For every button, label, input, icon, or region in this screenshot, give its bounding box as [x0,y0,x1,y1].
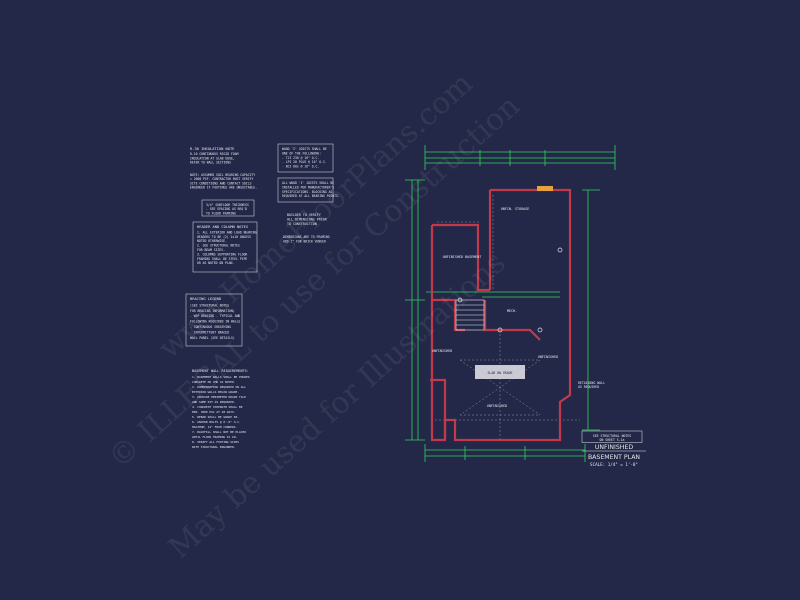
columns [457,247,563,333]
note-soil-line: ENGINEER IF FOOTINGS ARE UNSUITABLE. [190,186,257,190]
room-label-unfin_e: UNFINISHED [538,355,558,359]
note-subfloor: 3/4" SUBFLOOR THICKNESS- SEE SPACING AS … [201,199,255,217]
note-bracing-line: - CONTINUOUS SHEATHING [190,325,231,329]
note-header-line: NOTED OTHERWISE. [197,239,227,243]
note-bracing-line: FOR BRACING INFORMATION) [190,309,235,313]
note-bracing-line: (SEE STRUCTURAL NOTES [190,303,229,307]
note-basement-line: 3. PROVIDE PERIMETER DRAIN TILE [192,395,246,399]
note-builder-line: BUILDER TO VERIFY [287,213,321,217]
note-soil-line: SITE CONDITIONS AND CONTACT SOILS [190,181,252,185]
note-insulation-line: REFER TO WALL SECTIONS [190,161,231,165]
note-joists-line: ONE OF THE FOLLOWING: [282,151,321,155]
note-builder-line: ALL DIMENSIONS PRIOR [287,218,327,222]
note-soil-line: = 2000 PSF. CONTRACTOR MUST VERIFY [190,177,253,181]
callout-see_struct-line: ON SHEET S-1a [600,438,625,442]
floor-plan: UNFIN. STORAGE UNFINISHED BASEMENT MECH. UN… [405,145,646,467]
callout-see_struct-line: SEE STRUCTURAL NOTES [593,434,631,438]
note-bracing-line: FOLLOWING REQUIRED IN WALLS [190,320,240,324]
note-header-line: OR AS NOTED ON PLAN. [197,261,234,265]
note-bracing-line: - INTERMITTENT BRACED [190,330,229,334]
note-subfloor-line: TO FLOOR FRAMING [206,211,236,215]
plan-scale: SCALE: 1/4" = 1'-0" [590,462,638,467]
note-header-line: FOR BEAM SIZES. [197,248,225,252]
note-joists-line: - TJI 230 @ 16" O.C. [282,156,319,160]
callout-center-line: SLAB ON GRADE [488,371,513,375]
room-label-unfin_w: UNFINISHED [432,349,452,353]
note-basement-line: MIN. 3000 PSI AT 28 DAYS. [192,410,236,414]
accent-mark [537,186,553,191]
note-bracing-line: WALL PANEL (SEE DETAILS) [190,336,235,340]
note-header-line: 2. SEE STRUCTURAL NOTES [197,244,240,248]
note-ljoists-line: ALL WOOD 'I' JOISTS SHALL BE [282,181,334,185]
note-basement-line: EXTERIOR WALLS BELOW GRADE. [192,390,239,394]
plan-title-line1: UNFINISHED [595,444,633,451]
note-insulation-line: R-10 CONTINUOUS RIGID FOAM [190,152,239,156]
note-ljoists-line: INSTALLED PER MANUFACTURER'S [282,185,334,189]
note-basement-line: 2. DAMPPROOFING REQUIRED ON ALL [192,385,246,389]
note-header-line: HEADERS TO BE (2) 2x10 UNLESS [197,235,251,239]
note-basement-line: WITH STRUCTURAL ENGINEER. [192,445,236,449]
callout-center: SLAB ON GRADE [488,371,513,375]
note-insulation-line: INSULATION AT SLAB EDGE, [190,156,235,160]
room-labels: UNFIN. STORAGE UNFINISHED BASEMENT MECH. UN… [432,207,558,408]
note-basement-line: 7. BACKFILL SHALL NOT BE PLACED [192,430,246,434]
note-soil: NOTE: ASSUMED SOIL BEARING CAPACITY= 200… [190,173,257,190]
note-basement: BASEMENT WALL REQUIREMENTS: 1. BASEMENT W… [192,369,250,449]
note-ljoists-line: REQUIRED AT ALL BEARING POINTS. [282,194,340,198]
plan-title-line2: BASEMENT PLAN [588,454,640,461]
room-label-unfin_c: UNFINISHED [487,404,507,408]
note-basement-line: 5. REBAR SHALL BE GRADE 60. [192,415,239,419]
note-joists-line: - BCI 60s @ 16" O.C. [282,165,319,169]
room-label-rec: UNFINISHED BASEMENT [443,255,482,259]
note-basement-line: 4. CONCRETE STRENGTH SHALL BE [192,405,243,409]
plan-title: UNFINISHED BASEMENT PLAN SCALE: 1/4" = 1… [582,444,646,467]
note-basement-line: CONCRETE OR CMU AS NOTED. [192,380,236,384]
note-basement-line: 8. VERIFY ALL FOOTING SIZES [192,440,239,444]
note-bracing-title: BRACING LEGEND [190,297,221,301]
framing-lines [435,195,580,440]
note-joists-line: - LPI 20 PLUS @ 16" O.C. [282,160,327,164]
note-subfloor-line: 3/4" SUBFLOOR THICKNESS [206,203,249,207]
note-header-title: HEADER AND COLUMN NOTES [197,225,248,229]
note-header-line: 3. COLUMNS SUPPORTING FLOOR [197,252,247,256]
slab-callout-box [475,365,525,379]
note-builder-line: TO CONSTRUCTION [287,222,317,226]
room-label-mech: MECH. [507,309,517,313]
walls [430,188,572,442]
note-basement-line: MAXIMUM, 12" FROM CORNERS. [192,425,238,429]
callout-side-line: RETAINING WALL [578,381,605,385]
room-label-storage: UNFIN. STORAGE [501,207,530,211]
note-soil-line: NOTE: ASSUMED SOIL BEARING CAPACITY [190,173,255,177]
note-joists-line: WOOD 'I' JOISTS SHALL BE [282,147,327,151]
note-header-line: FRAMING SHALL BE STEEL PIPE [197,257,247,261]
note-subfloor-line: - SEE SPACING AS REQ'D [206,207,247,211]
note-basement-title: BASEMENT WALL REQUIREMENTS: [192,369,249,373]
dimension-lines [405,145,616,462]
note-basement-line: UNTIL FLOOR FRAMING IS IN. [192,435,238,439]
note-ljoists-line: SPECIFICATIONS. BLOCKING AS [282,190,332,194]
stair-area [455,299,485,331]
note-dimensions-line: DIMENSIONS ARE TO FRAMING [283,235,330,239]
note-basement-line: 6. ANCHOR BOLTS @ 6'-0" O.C. [192,420,241,424]
note-insulation-title: R-30 INSULATION NOTE [190,147,234,151]
note-header-line: 1. ALL EXTERIOR AND LOAD BEARING [197,230,257,234]
callout-side-line: AS REQUIRED [578,385,599,389]
note-bracing: BRACING LEGEND (SEE STRUCTURAL NOTES FOR B… [185,293,243,347]
note-basement-line: 1. BASEMENT WALLS SHALL BE POURED [192,375,250,379]
note-bracing-line: - WSP BRACING - TYPICAL AND [190,314,240,318]
note-basement-line: AND SUMP PIT AS REQUIRED. [192,400,236,404]
note-dimensions-line: ADD 1" FOR BRICK VENEER [283,239,326,243]
